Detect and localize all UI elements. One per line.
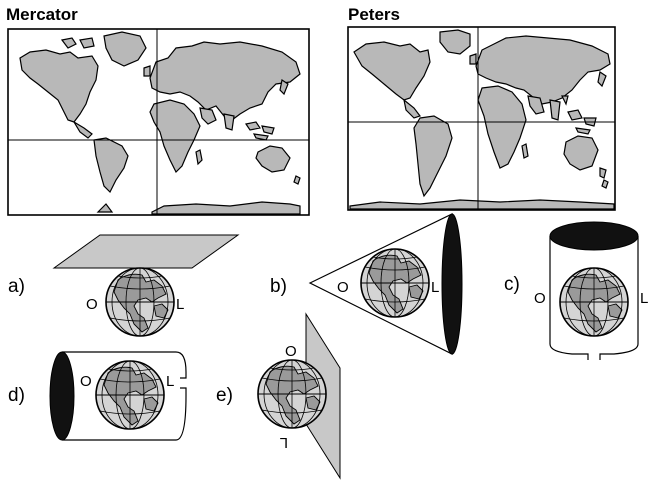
- label-a: a): [8, 276, 25, 297]
- cone-base: [441, 213, 463, 355]
- mercator-map: [7, 28, 310, 216]
- projection-e-oblique: e) O L: [216, 312, 341, 480]
- label-e-l: L: [280, 434, 288, 451]
- label-b-o: O: [337, 279, 349, 296]
- label-c-o: O: [534, 290, 546, 307]
- label-a-o: O: [86, 296, 98, 313]
- projection-c-cylindrical: c) O L: [504, 221, 648, 360]
- label-c-l: L: [640, 290, 648, 307]
- label-d-o: O: [80, 373, 92, 390]
- projection-a-azimuthal: a) O L: [8, 234, 240, 337]
- mercator-title: Mercator: [6, 5, 78, 24]
- label-d-l: L: [166, 373, 174, 390]
- cylinder-end-d: [49, 351, 75, 441]
- label-b: b): [270, 276, 287, 297]
- peters-title: Peters: [348, 5, 400, 24]
- label-b-l: L: [431, 279, 439, 296]
- label-d: d): [8, 385, 25, 406]
- projection-b-conic: b) O L: [270, 213, 463, 355]
- label-a-l: L: [176, 296, 184, 313]
- label-e: e): [216, 385, 233, 406]
- cylinder-top-c: [549, 221, 639, 251]
- projection-plane: [52, 234, 240, 269]
- cylinder-body-c: [549, 236, 639, 360]
- label-c: c): [504, 274, 520, 295]
- peters-map: [347, 26, 616, 211]
- projection-d-transverse-cylindrical: d) O L: [8, 351, 187, 441]
- cylinder-body-d: [62, 351, 187, 441]
- label-e-o: O: [285, 343, 297, 360]
